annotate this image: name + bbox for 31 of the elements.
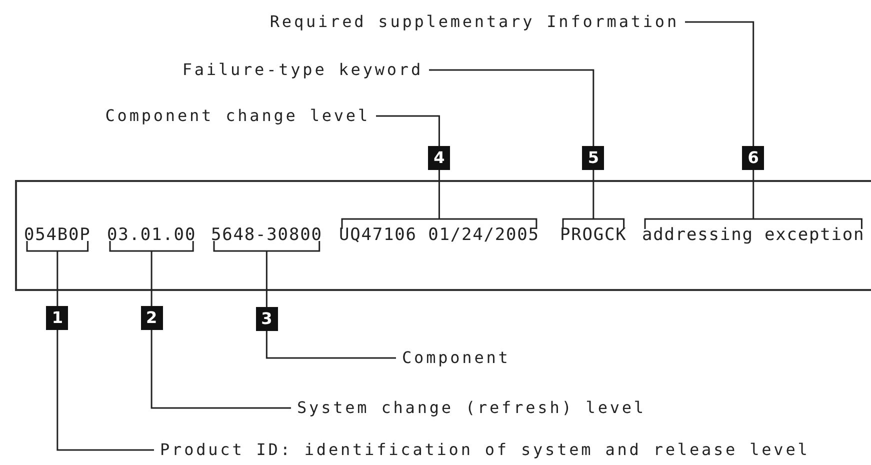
record-field: 03.01.00: [107, 225, 196, 245]
field-description: Failure-type keyword: [182, 60, 423, 80]
leader-line: [56, 330, 154, 451]
callout-number: 5: [582, 146, 604, 170]
leader-line: [26, 240, 89, 307]
callout-number: 6: [742, 146, 764, 170]
leader-line: [644, 169, 862, 230]
leader-line: [562, 169, 625, 230]
field-description: Component change level: [105, 106, 370, 126]
record-field: addressing exception: [642, 225, 865, 245]
field-description: Product ID: identification of system and release level: [160, 440, 810, 460]
callout-number: 2: [140, 306, 163, 330]
field-description: System change (refresh) level: [297, 398, 646, 418]
field-description: Component: [402, 348, 510, 368]
record-band: [15, 180, 871, 291]
record-field: UQ47106 01/24/2005: [339, 225, 540, 245]
leader-line: [266, 331, 396, 359]
leader-line: [685, 21, 754, 146]
record-field: PROGCK: [560, 225, 627, 245]
leader-line: [341, 169, 538, 230]
record-field: 5648-30800: [211, 225, 322, 245]
record-field: 054B0P: [24, 225, 91, 245]
field-description: Required supplementary Information: [270, 12, 679, 32]
leader-line: [109, 240, 194, 307]
leader-line: [429, 69, 594, 146]
leader-line: [213, 240, 320, 308]
leader-line: [376, 115, 440, 146]
callout-number: 1: [46, 306, 68, 330]
callout-number: 3: [256, 307, 278, 331]
leader-line: [150, 330, 291, 409]
callout-number: 4: [428, 146, 450, 170]
